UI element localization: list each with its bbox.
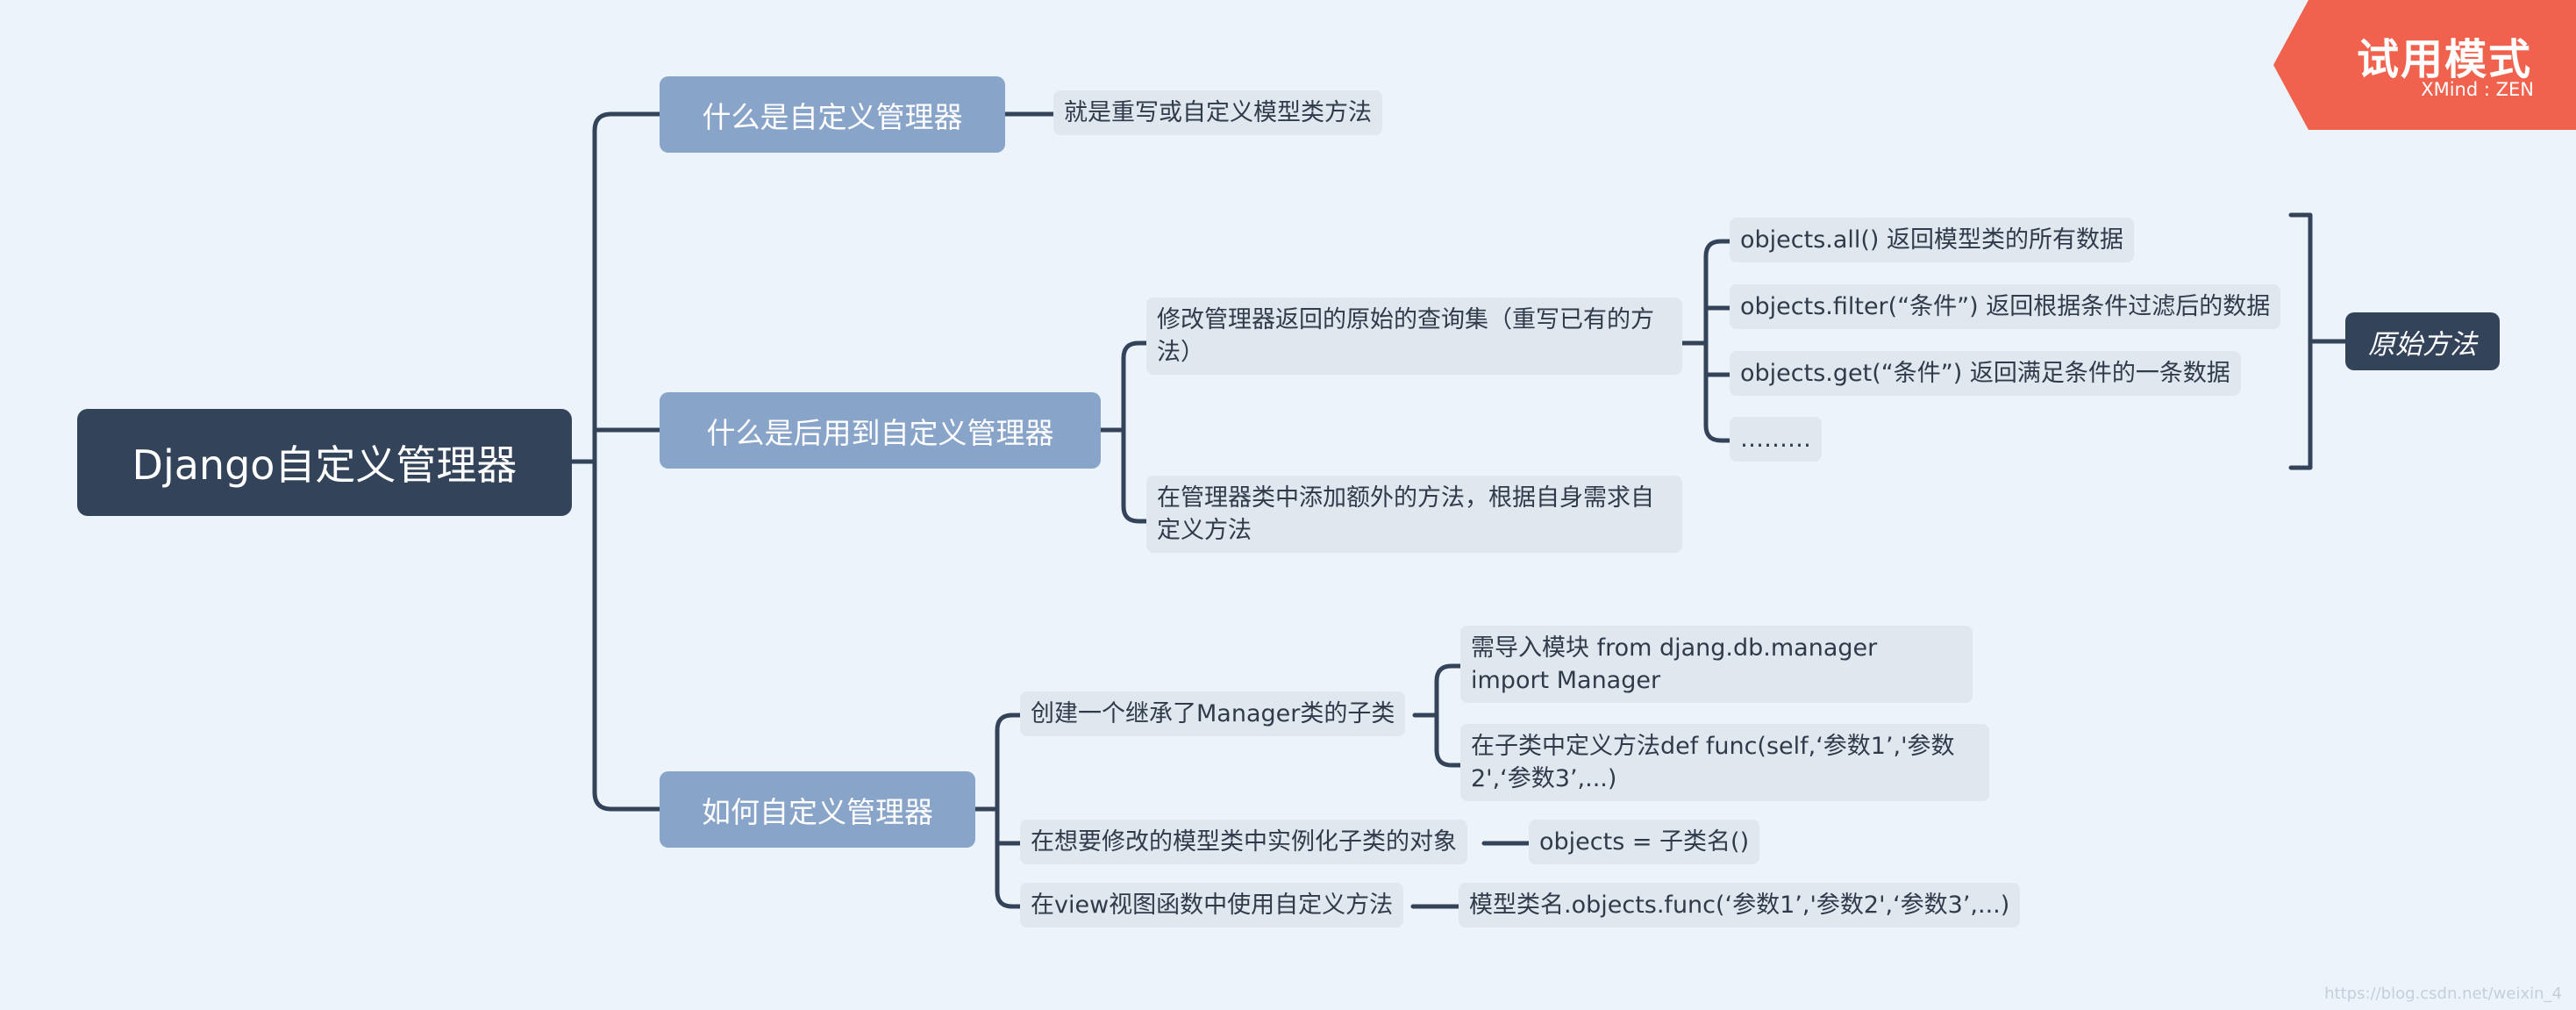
trial-mode-badge[interactable]: 试用模式 XMind : ZEN bbox=[2273, 0, 2576, 130]
branch-what-is-custom-manager[interactable]: 什么是自定义管理器 bbox=[660, 76, 1005, 153]
root-topic[interactable]: Django自定义管理器 bbox=[77, 409, 572, 516]
leaf-import-module[interactable]: 需导入模块 from djang.db.manager import Manag… bbox=[1460, 626, 1973, 703]
leaf-objects-filter[interactable]: objects.filter(“条件”) 返回根据条件过滤后的数据 bbox=[1730, 284, 2281, 329]
leaf-model-objects-func[interactable]: 模型类名.objects.func(‘参数1’,'参数2',‘参数3’,...) bbox=[1459, 883, 2021, 928]
leaf-create-manager-subclass[interactable]: 创建一个继承了Manager类的子类 bbox=[1020, 691, 1406, 736]
leaf-define-func[interactable]: 在子类中定义方法def func(self,‘参数1’,'参数2',‘参数3’,… bbox=[1460, 724, 1989, 801]
summary-original-methods[interactable]: 原始方法 bbox=[2345, 312, 2500, 370]
leaf-objects-all[interactable]: objects.all() 返回模型类的所有数据 bbox=[1730, 218, 2135, 262]
leaf-modify-queryset[interactable]: 修改管理器返回的原始的查询集（重写已有的方法） bbox=[1146, 297, 1682, 375]
branch-when-to-use-custom-manager[interactable]: 什么是后用到自定义管理器 bbox=[660, 392, 1101, 469]
badge-subtitle: XMind : ZEN bbox=[2421, 79, 2534, 100]
leaf-objects-assignment[interactable]: objects = 子类名() bbox=[1529, 820, 1760, 864]
leaf-objects-get[interactable]: objects.get(“条件”) 返回满足条件的一条数据 bbox=[1730, 351, 2241, 396]
leaf-ellipsis[interactable]: ……… bbox=[1730, 417, 1822, 462]
leaf-add-extra-methods[interactable]: 在管理器类中添加额外的方法，根据自身需求自定义方法 bbox=[1146, 476, 1682, 553]
badge-shape bbox=[2273, 0, 2576, 130]
leaf-instantiate-in-model[interactable]: 在想要修改的模型类中实例化子类的对象 bbox=[1020, 820, 1467, 864]
branch-how-to-customize-manager[interactable]: 如何自定义管理器 bbox=[660, 771, 975, 848]
leaf-definition[interactable]: 就是重写或自定义模型类方法 bbox=[1053, 90, 1382, 135]
leaf-use-in-view[interactable]: 在view视图函数中使用自定义方法 bbox=[1020, 883, 1404, 928]
watermark: https://blog.csdn.net/weixin_4 bbox=[2324, 985, 2562, 1003]
badge-title: 试用模式 bbox=[2356, 35, 2532, 84]
